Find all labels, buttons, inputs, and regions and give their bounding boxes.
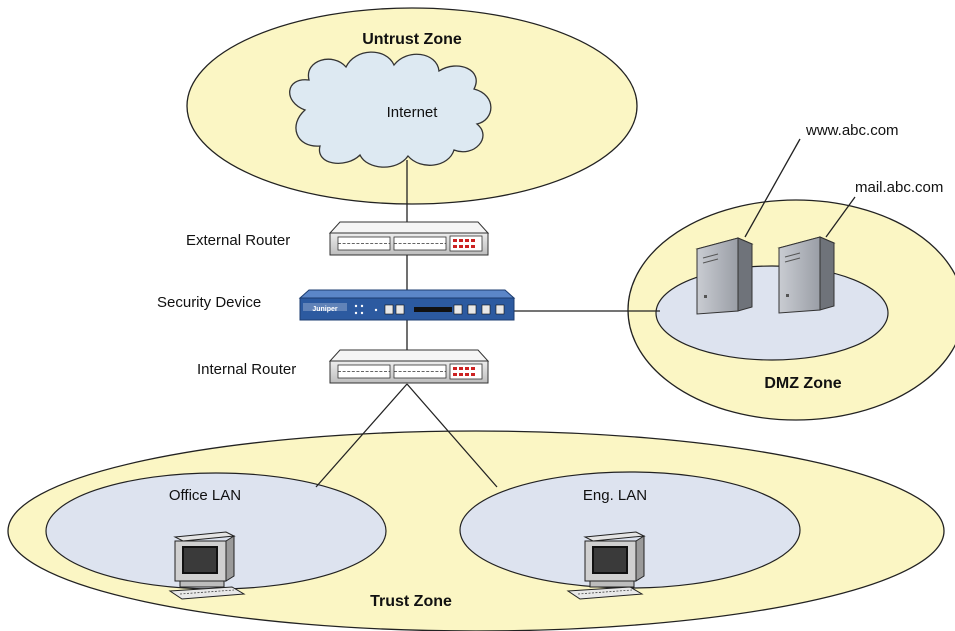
mail-server-leader-line (825, 196, 856, 238)
dmz-zone-label: DMZ Zone (764, 375, 841, 392)
eng-lan-link (406, 383, 498, 488)
internet-cloud-icon (289, 51, 492, 168)
office-computer-icon (168, 531, 246, 600)
external-router-label: External Router (186, 232, 290, 249)
mail-server-label: mail.abc.com (855, 179, 943, 196)
web-server-icon (695, 237, 754, 315)
dmz-lan (655, 265, 889, 361)
web-server-leader-line (744, 138, 801, 238)
untrust-zone-label: Untrust Zone (362, 31, 462, 48)
eng-computer-icon (566, 531, 646, 600)
security-device-brand: Juniper (312, 306, 338, 313)
eng-lan-label: Eng. LAN (583, 487, 647, 504)
internet-label: Internet (387, 104, 439, 121)
security-device-label: Security Device (157, 294, 261, 311)
internal-router-label: Internal Router (197, 361, 296, 378)
external-router-icon (328, 221, 490, 256)
mail-server-icon (777, 236, 836, 314)
internal-router-icon (328, 349, 490, 384)
office-lan-label: Office LAN (169, 487, 241, 504)
trust-zone-label: Trust Zone (370, 593, 452, 610)
web-server-label: www.abc.com (805, 122, 899, 139)
security-device-icon: Juniper (298, 289, 516, 321)
office-lan-link (315, 383, 408, 488)
